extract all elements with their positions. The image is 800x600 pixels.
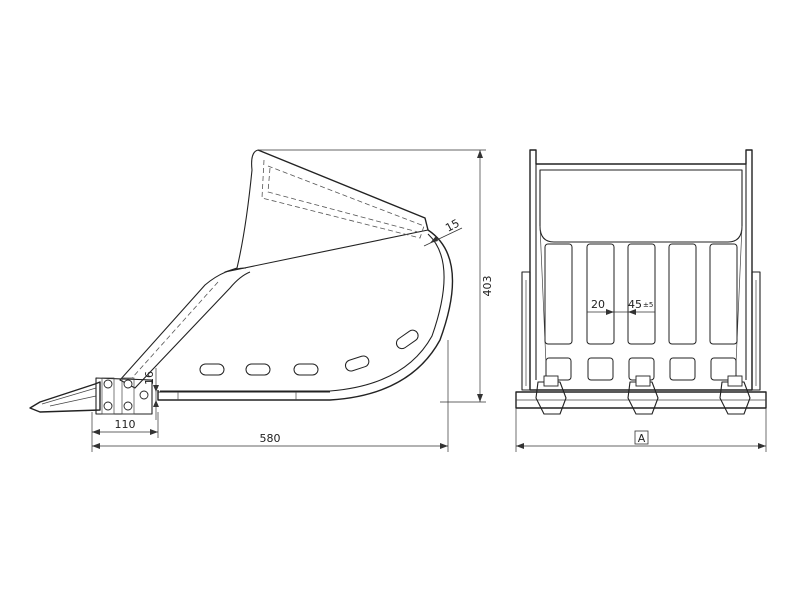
grid-slot-2 <box>586 243 615 345</box>
grid-slot-4 <box>668 243 697 345</box>
front-view: 20 45 ±5 A <box>515 149 767 452</box>
dim-bar-tolerance: ±5 <box>643 301 653 309</box>
grid-slot-low-5 <box>710 357 737 381</box>
front-frame-inner <box>535 164 747 380</box>
side-arm <box>119 267 251 389</box>
dim-thickness: 15 <box>423 217 463 247</box>
side-slot-5 <box>395 329 419 350</box>
dim-depth-label: 580 <box>260 432 281 445</box>
tooth-detail <box>41 387 97 407</box>
dim-depth: 580 <box>91 340 449 452</box>
adapter-body <box>95 377 153 415</box>
dim-thickness-label: 15 <box>443 217 461 235</box>
front-tooth-3 <box>719 375 751 415</box>
front-frame-outer <box>529 149 753 391</box>
hidden-plate-line-2 <box>267 167 419 233</box>
adapter-nuts <box>101 377 135 415</box>
bottom-plate <box>158 391 330 401</box>
front-side-right <box>751 271 761 391</box>
side-slot-4 <box>344 355 370 372</box>
side-slot-1 <box>199 363 225 376</box>
bucket-curve-inner <box>160 233 445 392</box>
dim-height-label: 403 <box>481 276 494 297</box>
bucket-outer-shell <box>157 149 454 401</box>
adapter-bolt-2 <box>103 401 113 411</box>
adapter-bolt-5 <box>139 390 149 400</box>
grid-slot-low-1 <box>545 357 572 381</box>
front-tooth-1 <box>535 375 567 415</box>
grid-slot-low-2 <box>587 357 614 381</box>
dim-height: 403 <box>258 149 494 403</box>
grid-slot-1 <box>544 243 573 345</box>
dim-lip: 16 <box>143 368 159 420</box>
front-side-ribs <box>525 280 757 386</box>
bottom-plate-marks <box>177 392 297 400</box>
front-grid-slots <box>544 243 738 381</box>
dim-width-label: A <box>638 432 646 445</box>
adapter-bolt-1 <box>103 379 113 389</box>
dim-width: A <box>515 408 767 452</box>
side-view: 403 15 16 110 580 <box>29 149 494 452</box>
dim-lip-label: 16 <box>143 371 156 385</box>
dim-bar-label: 45 <box>628 298 642 311</box>
side-slot-2 <box>245 363 271 376</box>
front-tooth-2 <box>627 375 659 415</box>
grid-slot-low-4 <box>669 357 696 381</box>
side-slot-3 <box>293 363 319 376</box>
adapter-bolt-4 <box>123 401 133 411</box>
dim-spacing-label: 20 <box>591 298 605 311</box>
bucket-inner-shell <box>224 149 429 273</box>
hidden-plate-line <box>261 159 425 239</box>
dim-width-box <box>634 430 649 445</box>
dim-bar: 45 ±5 <box>628 298 655 313</box>
dim-tooth-length-label: 110 <box>115 418 136 431</box>
tooth <box>29 381 101 413</box>
dim-tooth-length: 110 <box>91 412 159 438</box>
grid-slot-5 <box>709 243 738 345</box>
side-arm-hidden <box>131 281 219 379</box>
front-backplate <box>539 169 743 243</box>
adapter-bolt-3 <box>123 379 133 389</box>
front-side-left <box>521 271 531 391</box>
grid-slot-3 <box>627 243 656 345</box>
